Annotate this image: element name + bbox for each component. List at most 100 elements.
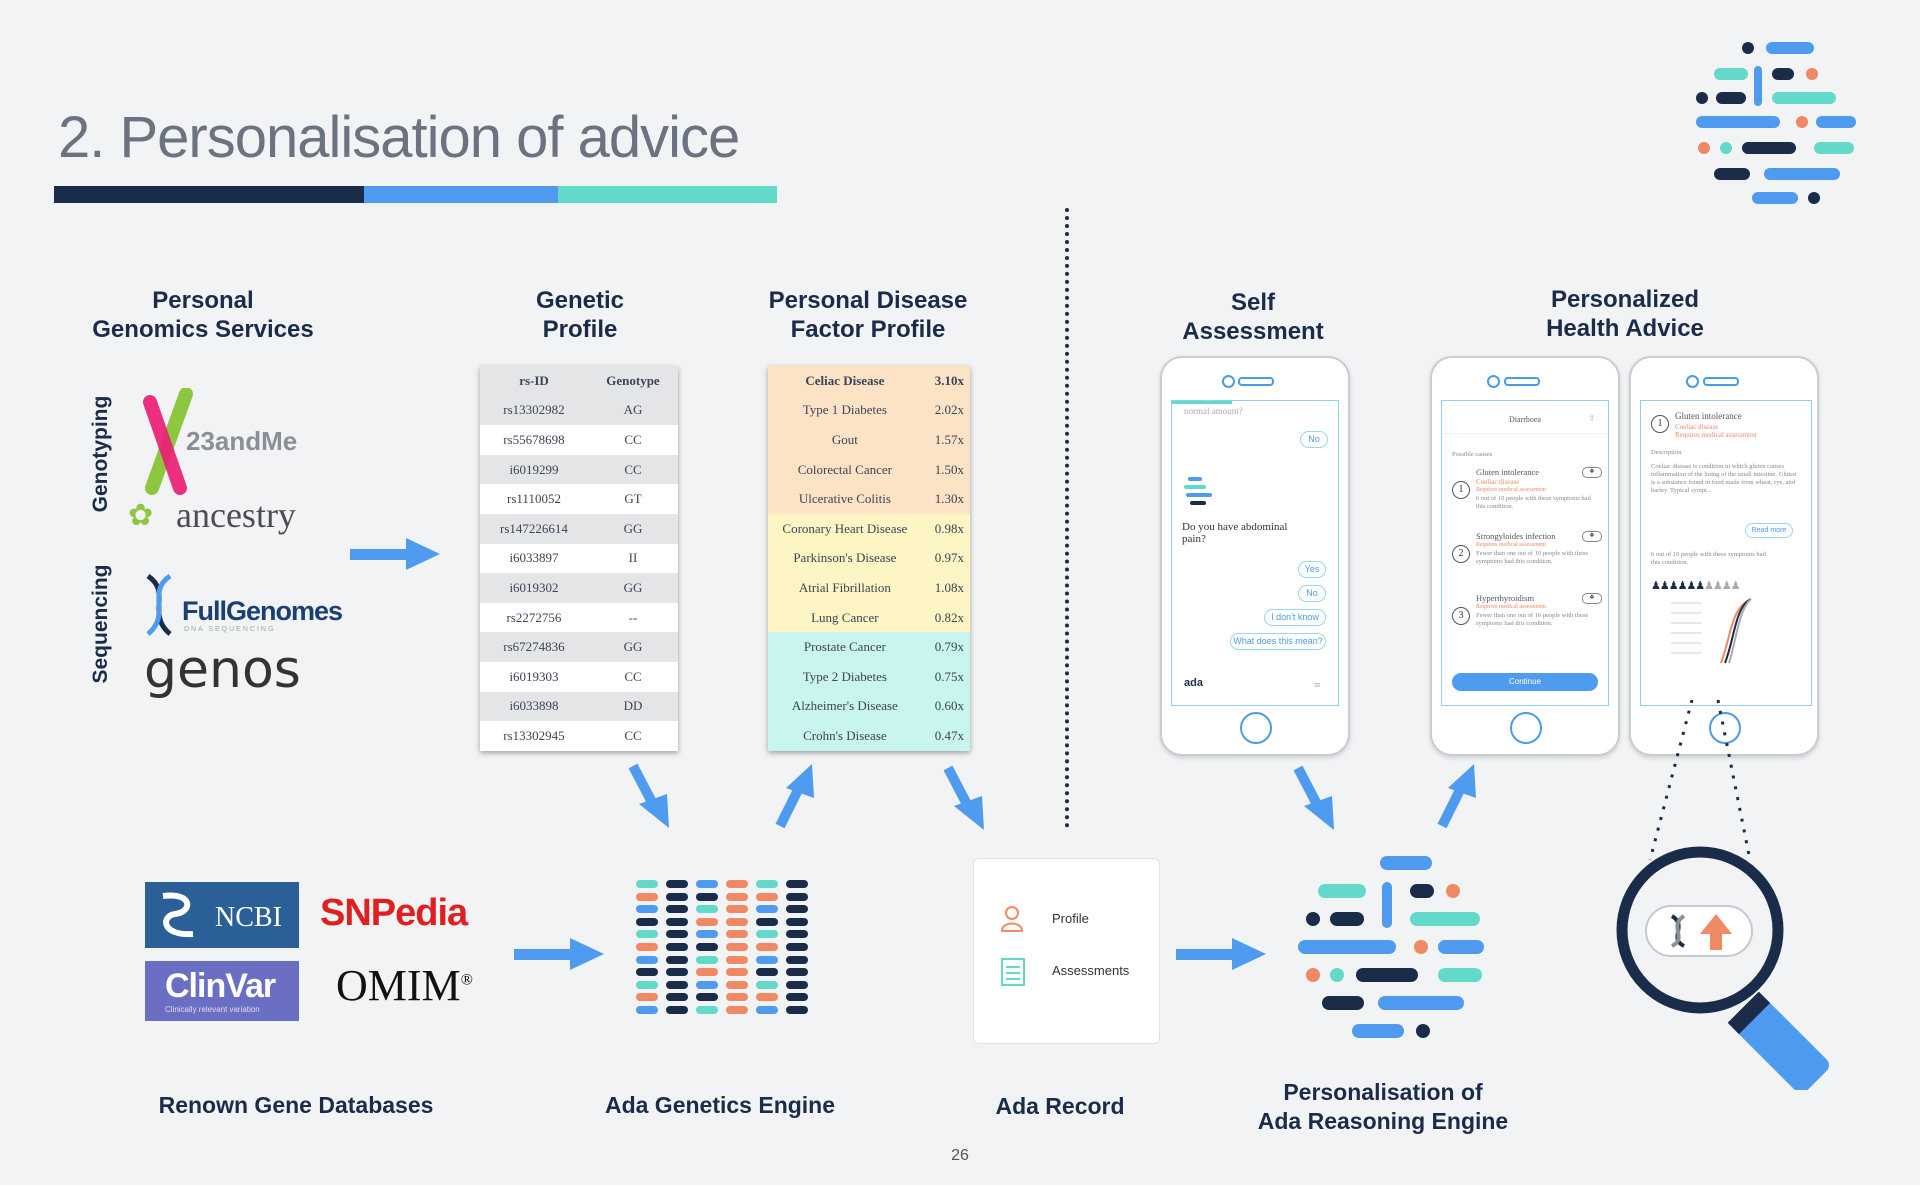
arrow-services-to-profile	[350, 538, 440, 570]
engine-cell	[726, 880, 748, 888]
ada-record-card: Profile Assessments	[973, 858, 1160, 1044]
engine-cell	[696, 968, 718, 977]
cause-name: Gluten intolerance	[1675, 411, 1742, 421]
section-divider	[1065, 208, 1069, 828]
engine-cell	[636, 1006, 658, 1014]
engine-cell	[636, 955, 658, 964]
engine-cell	[726, 917, 748, 926]
answer-what-does-this-mean[interactable]: What does this mean?	[1230, 633, 1326, 650]
home-button[interactable]	[1709, 712, 1741, 744]
page-number: 26	[951, 1147, 969, 1164]
answer-dont-know[interactable]: I don't know	[1264, 609, 1326, 626]
engine-cell	[786, 905, 808, 914]
cause-number: 1	[1651, 415, 1669, 433]
engine-cell	[696, 905, 718, 914]
engine-cell	[636, 968, 658, 977]
accent-bar-navy	[54, 186, 364, 203]
reasoning-engine-logo	[1298, 852, 1488, 1042]
home-button[interactable]	[1510, 712, 1542, 744]
engine-cell	[786, 880, 808, 888]
phone-condition-detail: 1 Gluten intolerance Coeliac disease Req…	[1629, 356, 1819, 756]
engine-cell	[636, 917, 658, 926]
engine-cell	[786, 993, 808, 1002]
engine-cell	[756, 968, 778, 977]
logo-omim: OMIM®	[336, 961, 473, 1010]
engine-cell	[666, 1006, 688, 1014]
engine-cell	[666, 917, 688, 926]
logo-genos: genos	[144, 640, 301, 700]
engine-cell	[696, 930, 718, 939]
arrow-assessment-to-reasoning	[1293, 765, 1334, 830]
label-ada-record: Ada Record	[995, 1093, 1125, 1119]
section-label: Possible causes	[1452, 451, 1493, 458]
engine-cell	[726, 955, 748, 964]
continue-button[interactable]: Continue	[1452, 673, 1598, 691]
engine-cell	[786, 917, 808, 926]
logo-ncbi: NCBI	[145, 882, 299, 948]
label-genetics-engine: Ada Genetics Engine	[604, 1092, 836, 1118]
engine-cell	[636, 905, 658, 914]
engine-cell	[696, 1006, 718, 1014]
arrow-databases-to-engine	[514, 938, 604, 970]
symptom-flow-graphic	[1671, 598, 1752, 664]
engine-cell	[666, 993, 688, 1002]
engine-cell	[636, 892, 658, 901]
engine-cell	[726, 892, 748, 901]
home-button[interactable]	[1240, 712, 1272, 744]
engine-cell	[786, 930, 808, 939]
description-text: Coeliac disease is condition in which gl…	[1651, 463, 1797, 494]
arrow-disease-to-record	[943, 765, 984, 830]
description-label: Description	[1651, 449, 1682, 456]
answer-no[interactable]: No	[1298, 585, 1326, 602]
engine-cell	[786, 980, 808, 989]
gene-badge-icon: ❖	[1582, 467, 1602, 478]
arrow-engine-to-disease	[775, 764, 814, 829]
stat-text: 6 out of 10 people with these symptoms h…	[1651, 551, 1766, 566]
engine-cell	[726, 968, 748, 977]
magnifier-graphic	[1616, 699, 1830, 1090]
label-gene-databases: Renown Gene Databases	[158, 1092, 434, 1118]
engine-cell	[636, 880, 658, 888]
logo-23andme: 23andMe	[140, 388, 340, 498]
profile-icon	[1000, 906, 1024, 932]
engine-cell	[756, 943, 778, 951]
record-profile-label[interactable]: Profile	[1052, 911, 1089, 926]
engine-cell	[726, 993, 748, 1002]
accent-bar-blue	[364, 186, 558, 203]
read-more-button[interactable]: Read more	[1745, 523, 1793, 538]
engine-cell	[636, 943, 658, 951]
arrow-profile-to-engine	[628, 763, 669, 828]
gene-badge-icon: ❖	[1582, 531, 1602, 542]
logo-ancestry: ✿ ancestry	[128, 495, 296, 535]
engine-cell	[696, 892, 718, 901]
share-icon[interactable]: ⇧	[1588, 413, 1596, 423]
answer-no-previous[interactable]: No	[1300, 431, 1328, 448]
engine-cell	[726, 930, 748, 939]
engine-cell	[726, 943, 748, 951]
engine-cell	[666, 968, 688, 977]
engine-cell	[666, 880, 688, 888]
record-assessments-label[interactable]: Assessments	[1052, 963, 1130, 978]
menu-icon[interactable]: ≡	[1314, 678, 1321, 692]
engine-cell	[696, 993, 718, 1002]
answer-yes[interactable]: Yes	[1298, 561, 1326, 578]
arrow-reasoning-to-advice	[1437, 764, 1476, 829]
ada-logo	[1690, 38, 1860, 208]
engine-cell	[636, 980, 658, 989]
engine-cell	[666, 930, 688, 939]
